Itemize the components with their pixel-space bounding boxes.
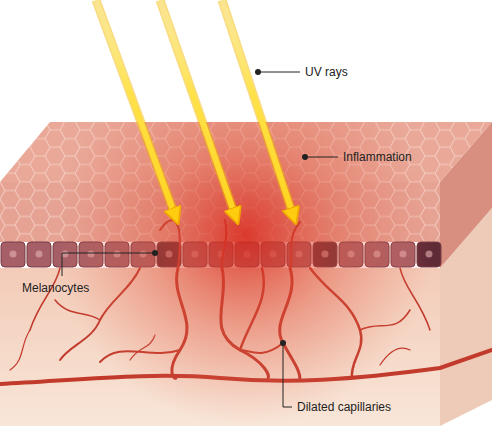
callout-label: UV rays: [305, 65, 348, 79]
callout-label: Dilated capillaries: [297, 400, 391, 414]
callout-label: Inflammation: [343, 150, 412, 164]
leader-dots: [152, 69, 308, 346]
uv-rays: [96, 0, 294, 218]
inflammation-glow: [0, 122, 492, 426]
leader-lines: [62, 72, 338, 407]
callout-label: Melanocytes: [22, 281, 89, 295]
